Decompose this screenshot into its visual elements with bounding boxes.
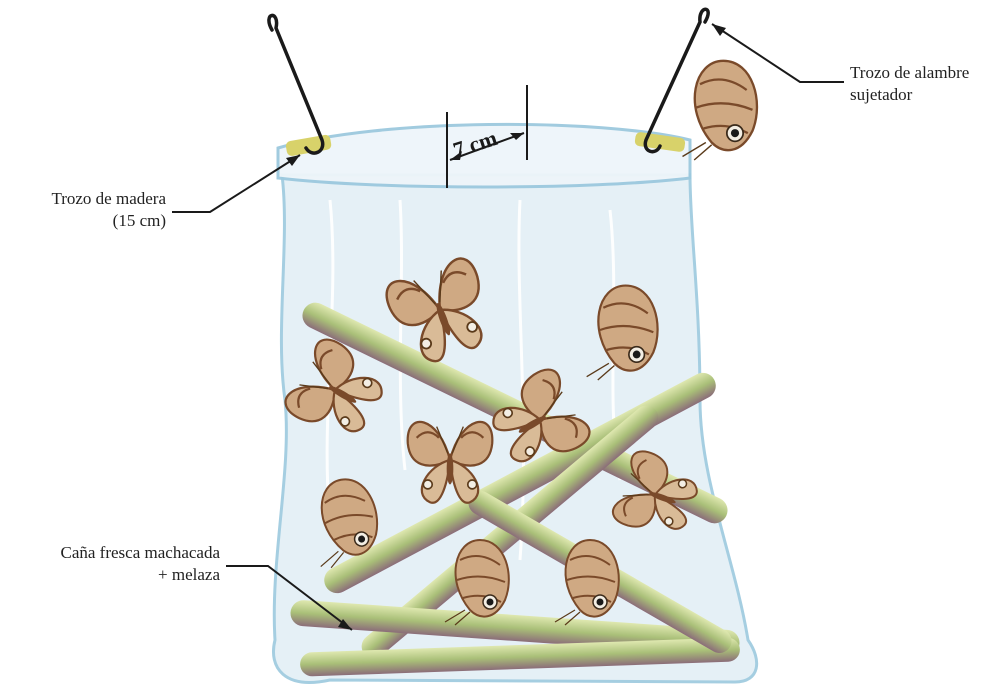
label-wood: Trozo de madera (15 cm) <box>0 188 166 232</box>
label-wood-line1: Trozo de madera <box>0 188 166 210</box>
butterfly-outside <box>683 61 757 160</box>
label-wire: Trozo de alambre sujetador <box>850 62 969 106</box>
wire-hook-left <box>269 15 323 153</box>
label-wire-line2: sujetador <box>850 84 969 106</box>
label-cane: Caña fresca machacada + melaza <box>0 542 220 586</box>
label-wood-line2: (15 cm) <box>0 210 166 232</box>
label-cane-line2: + melaza <box>0 564 220 586</box>
label-cane-line1: Caña fresca machacada <box>0 542 220 564</box>
label-wire-line1: Trozo de alambre <box>850 62 969 84</box>
